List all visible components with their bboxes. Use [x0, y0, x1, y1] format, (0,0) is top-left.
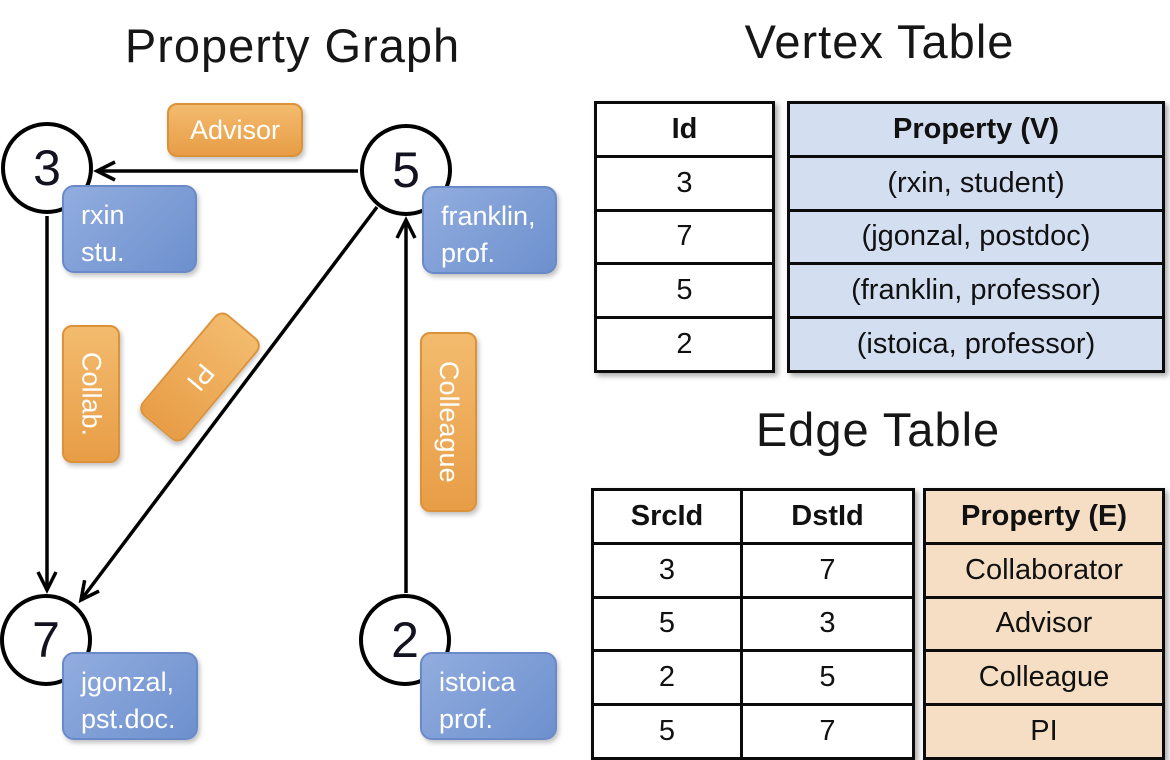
vertex-label-line: franklin, — [441, 201, 536, 231]
vertex-label-line: stu. — [81, 237, 125, 267]
vertex-table-id-column: Id 3 7 5 2 — [594, 101, 775, 373]
vertex-label-istoica: istoica prof. — [420, 652, 557, 740]
table-cell: 5 — [597, 262, 772, 316]
table-cell: Collaborator — [926, 541, 1162, 596]
table-cell: 3 — [594, 541, 740, 596]
node-id-3: 3 — [33, 140, 61, 196]
node-id-7: 7 — [32, 612, 60, 668]
node-circle-5: 5 — [360, 124, 452, 216]
vertex-table-property-column: Property (V) (rxin, student) (jgonzal, p… — [787, 101, 1165, 373]
table-cell: PI — [926, 703, 1162, 757]
vertex-label-line: prof. — [441, 238, 496, 268]
table-cell: 5 — [743, 649, 912, 703]
vertex-table-title: Vertex Table — [744, 15, 1015, 68]
vertex-label-line: rxin — [81, 200, 125, 230]
vertex-label-line: prof. — [439, 704, 494, 734]
vertex-label-franklin: franklin, prof. — [422, 186, 557, 274]
table-cell: (istoica, professor) — [790, 316, 1162, 370]
vertex-table-header-id: Id — [671, 112, 698, 145]
table-cell: 7 — [743, 541, 912, 596]
node-circle-3: 3 — [1, 122, 93, 214]
table-cell: 2 — [597, 316, 772, 370]
vertex-label-line: istoica — [439, 667, 516, 697]
node-id-2: 2 — [391, 612, 419, 668]
edge-table-header-srcid: SrcId — [630, 499, 704, 532]
table-cell: 3 — [597, 154, 772, 209]
edge-table: SrcId 3 5 2 5 DstId 7 3 5 7 Property (E)… — [591, 488, 1165, 760]
table-cell: 5 — [594, 703, 740, 757]
vertex-label-rxin: rxin stu. — [62, 185, 197, 273]
edge-table-header-dstid: DstId — [791, 499, 864, 532]
table-cell: 3 — [743, 595, 912, 650]
edge-label-pi: PI — [136, 308, 264, 446]
table-cell: (rxin, student) — [790, 154, 1162, 209]
edge-label-colleague: Colleague — [420, 332, 477, 512]
table-cell: (franklin, professor) — [790, 262, 1162, 316]
vertex-label-jgonzal: jgonzal, pst.doc. — [62, 652, 198, 740]
table-cell: 7 — [597, 208, 772, 263]
node-id-5: 5 — [392, 142, 420, 198]
edge-table-title: Edge Table — [755, 403, 1001, 456]
vertex-label-line: pst.doc. — [81, 704, 176, 734]
table-cell: 5 — [594, 595, 740, 650]
table-cell: 2 — [594, 649, 740, 703]
edge-table-srcid-column: SrcId 3 5 2 5 — [594, 491, 743, 757]
table-cell: Colleague — [926, 649, 1162, 703]
edge-table-id-columns: SrcId 3 5 2 5 DstId 7 3 5 7 — [591, 488, 915, 760]
edge-table-property-column: Property (E) Collaborator Advisor Collea… — [923, 488, 1165, 760]
vertex-label-line: jgonzal, — [81, 667, 175, 697]
property-graph-title: Property Graph — [124, 19, 461, 72]
edge-table-header-property: Property (E) — [961, 499, 1127, 532]
table-cell: Advisor — [926, 595, 1162, 650]
table-cell: (jgonzal, postdoc) — [790, 208, 1162, 263]
edge-label-collab: Collab. — [62, 325, 120, 463]
vertex-table: Id 3 7 5 2 Property (V) (rxin, student) … — [594, 101, 1165, 373]
edge-table-dstid-column: DstId 7 3 5 7 — [743, 491, 912, 757]
table-cell: 7 — [743, 703, 912, 757]
edge-label-advisor: Advisor — [167, 103, 303, 157]
vertex-table-header-property: Property (V) — [893, 112, 1059, 145]
